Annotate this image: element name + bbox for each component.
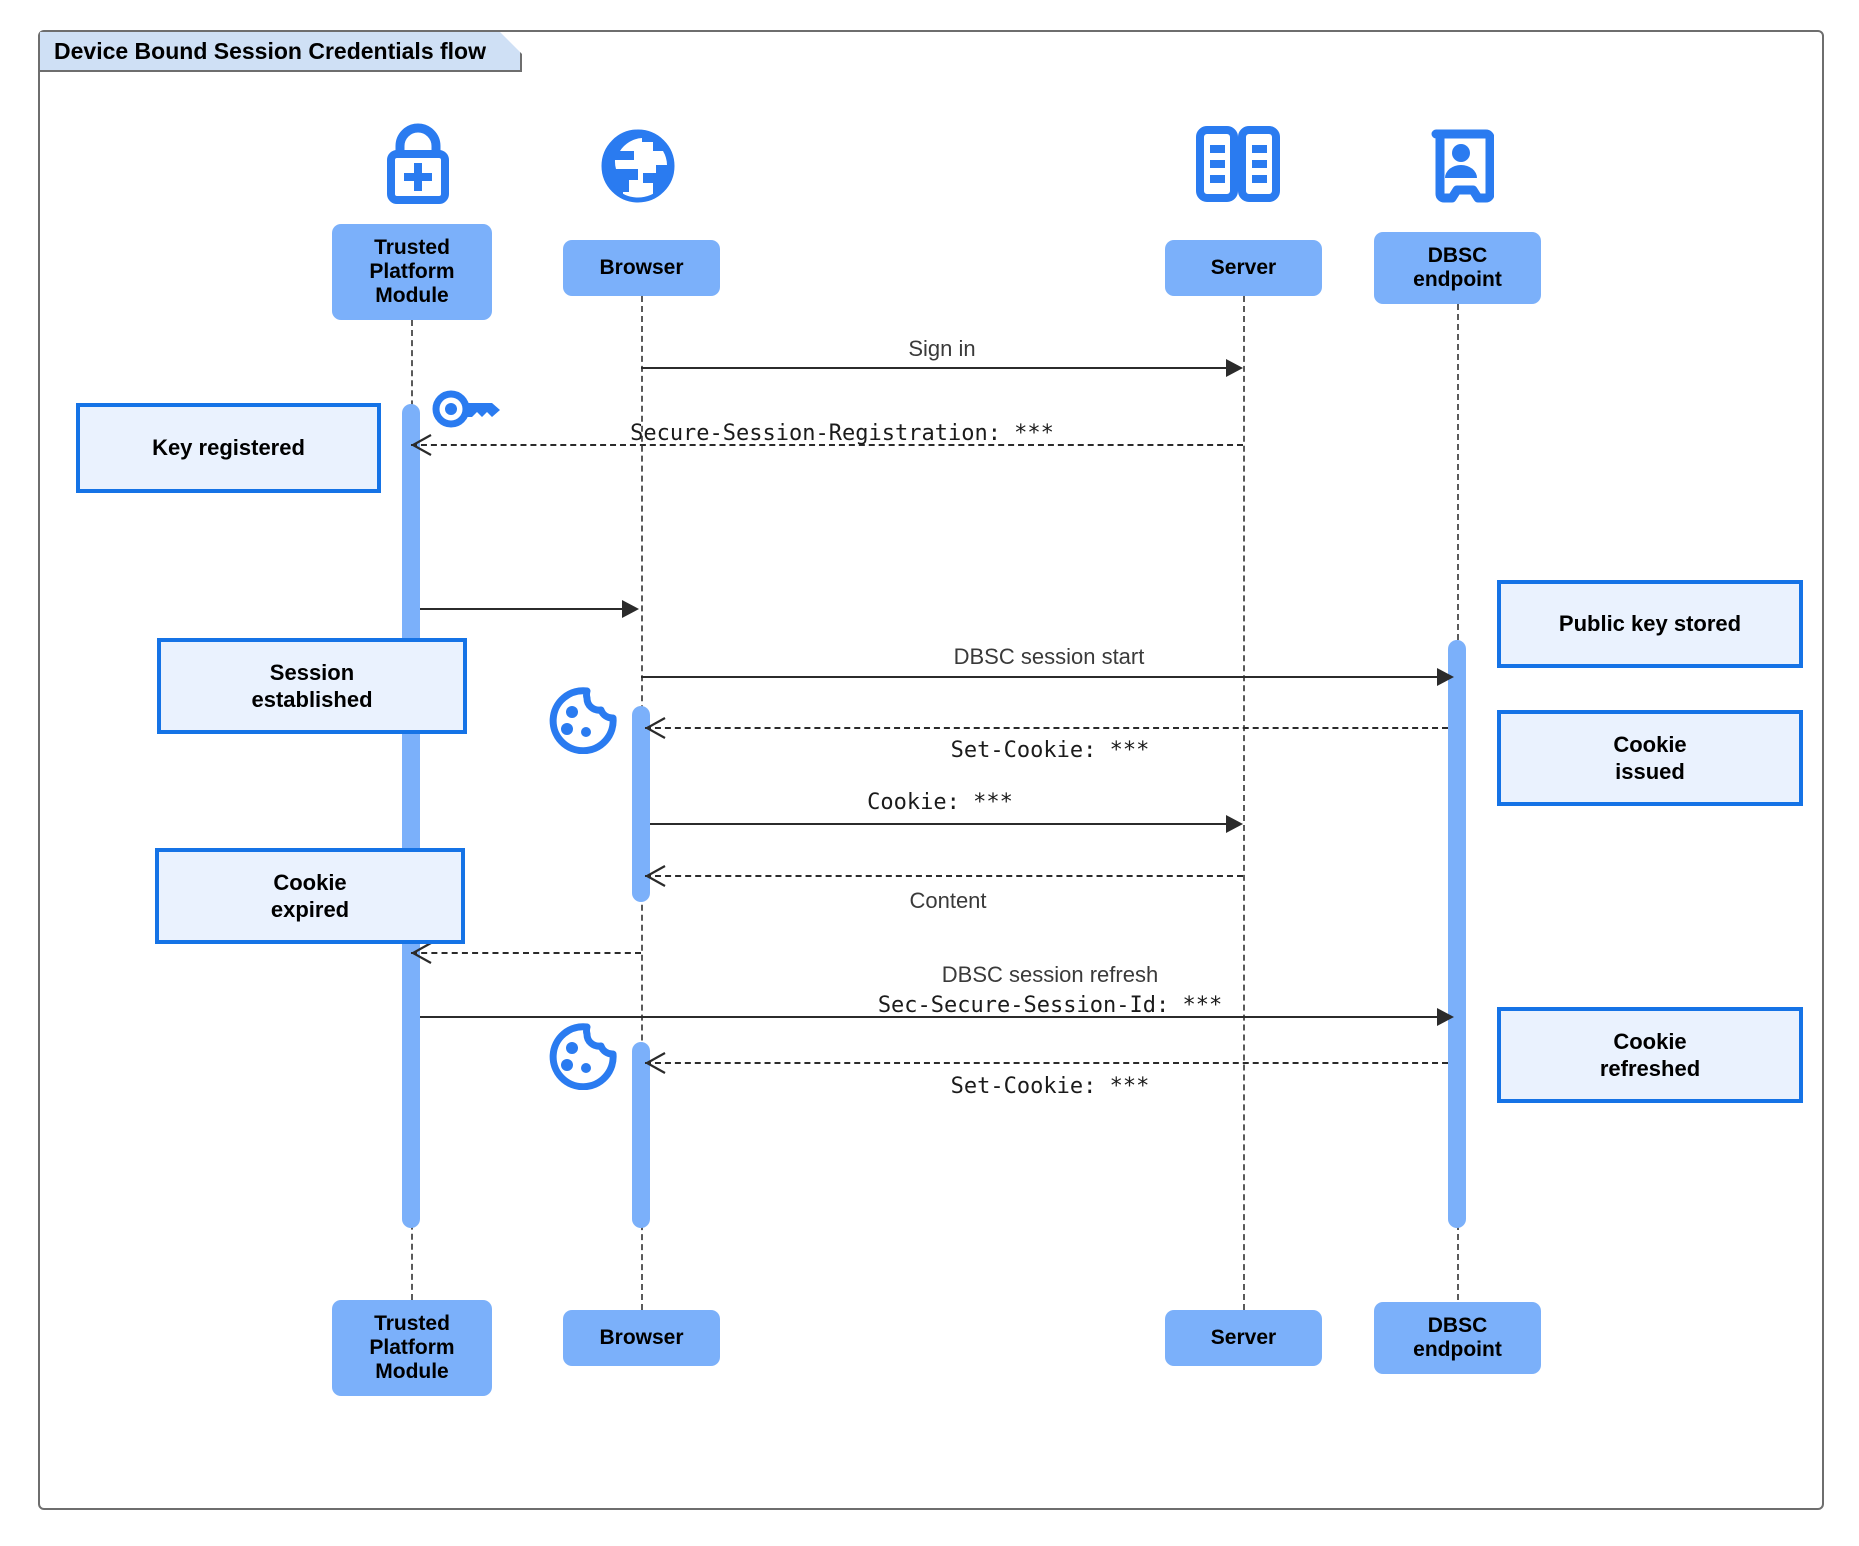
message-line-cookie [650,823,1229,825]
message-arrowhead-set-cookie-2 [644,1052,667,1074]
message-arrowhead-set-cookie-1 [644,717,667,739]
note-cookie-refreshed: Cookie refreshed [1497,1007,1803,1103]
note-cookie-refreshed-text: Cookie refreshed [1599,1028,1701,1082]
activation-bar-browser-1 [632,706,650,902]
server-icon [1196,126,1280,202]
message-label-set-cookie-1: Set-Cookie: *** [950,738,1150,763]
message-label-set-cookie-2: Set-Cookie: *** [950,1074,1150,1099]
participant-browser-bottom-label: Browser [599,1325,684,1349]
participant-browser-bottom[interactable]: Browser [563,1310,720,1366]
message-line-set-cookie-2 [645,1062,1448,1064]
message-arrowhead-dbsc-session-refresh [1437,1008,1454,1026]
message-arrowhead-secure-session-registration [410,434,433,456]
id-badge-icon [1428,126,1494,206]
diagram-title: Device Bound Session Credentials flow [40,32,522,72]
message-arrowhead-cookie [1226,815,1243,833]
participant-server-bottom[interactable]: Server [1165,1310,1322,1366]
lock-plus-icon [370,122,466,204]
participant-browser-top[interactable]: Browser [563,240,720,296]
note-cookie-expired: Cookie expired [155,848,465,944]
message-line-content [645,875,1243,877]
note-session-established-text: Session established [251,659,373,713]
note-cookie-expired-text: Cookie expired [270,869,350,923]
message-label-content: Content [909,888,987,913]
message-line-set-cookie-1 [645,727,1448,729]
note-cookie-issued-text: Cookie issued [1613,731,1687,785]
message-label-cookie: Cookie: *** [867,790,1013,815]
message-label-dbsc-session-start: DBSC session start [953,644,1145,669]
participant-browser-top-label: Browser [599,255,684,279]
activation-bar-tpm [402,404,420,1228]
participant-tpm-top-label: Trusted Platform Module [369,235,455,308]
message-label-dbsc-session-refresh: DBSC session refresh [941,962,1159,987]
participant-dbsc-bottom-label: DBSC endpoint [1413,1313,1502,1361]
globe-icon [600,128,676,204]
message-label-sec-secure-session-id: Sec-Secure-Session-Id: *** [877,993,1223,1018]
note-public-key-stored-text: Public key stored [1558,611,1742,637]
participant-server-bottom-label: Server [1210,1325,1277,1349]
message-arrowhead-browser-to-tpm [410,942,433,964]
participant-dbsc-top-label: DBSC endpoint [1413,243,1502,291]
message-line-browser-to-tpm [411,952,641,954]
message-line-dbsc-session-start [641,676,1441,678]
message-line-sign-in [641,367,1229,369]
note-key-registered: Key registered [76,403,381,493]
message-arrowhead-dbsc-session-start [1437,668,1454,686]
note-key-registered-text: Key registered [152,435,305,461]
participant-server-top-label: Server [1210,255,1277,279]
participant-tpm-bottom[interactable]: Trusted Platform Module [332,1300,492,1396]
participant-dbsc-top[interactable]: DBSC endpoint [1374,232,1541,304]
participant-dbsc-bottom[interactable]: DBSC endpoint [1374,1302,1541,1374]
message-arrowhead-tpm-to-browser [622,600,639,618]
message-arrowhead-sign-in [1226,359,1243,377]
activation-bar-dbsc [1448,640,1466,1228]
lifeline-server [1243,296,1245,1310]
activation-bar-browser-2 [632,1042,650,1228]
participant-tpm-top[interactable]: Trusted Platform Module [332,224,492,320]
key-icon [430,385,506,433]
message-label-sign-in: Sign in [908,336,976,361]
message-label-secure-session-registration: Secure-Session-Registration: *** [630,421,1054,446]
message-line-dbsc-session-refresh [420,1016,1441,1018]
participant-server-top[interactable]: Server [1165,240,1322,296]
diagram-frame [38,30,1824,1510]
message-arrowhead-content [644,865,667,887]
message-line-secure-session-registration [411,444,1243,446]
message-line-tpm-to-browser [420,608,624,610]
cookie-icon-2 [546,1022,618,1090]
note-cookie-issued: Cookie issued [1497,710,1803,806]
cookie-icon-1 [546,686,618,754]
participant-tpm-bottom-label: Trusted Platform Module [369,1311,455,1384]
note-session-established: Session established [157,638,467,734]
note-public-key-stored: Public key stored [1497,580,1803,668]
